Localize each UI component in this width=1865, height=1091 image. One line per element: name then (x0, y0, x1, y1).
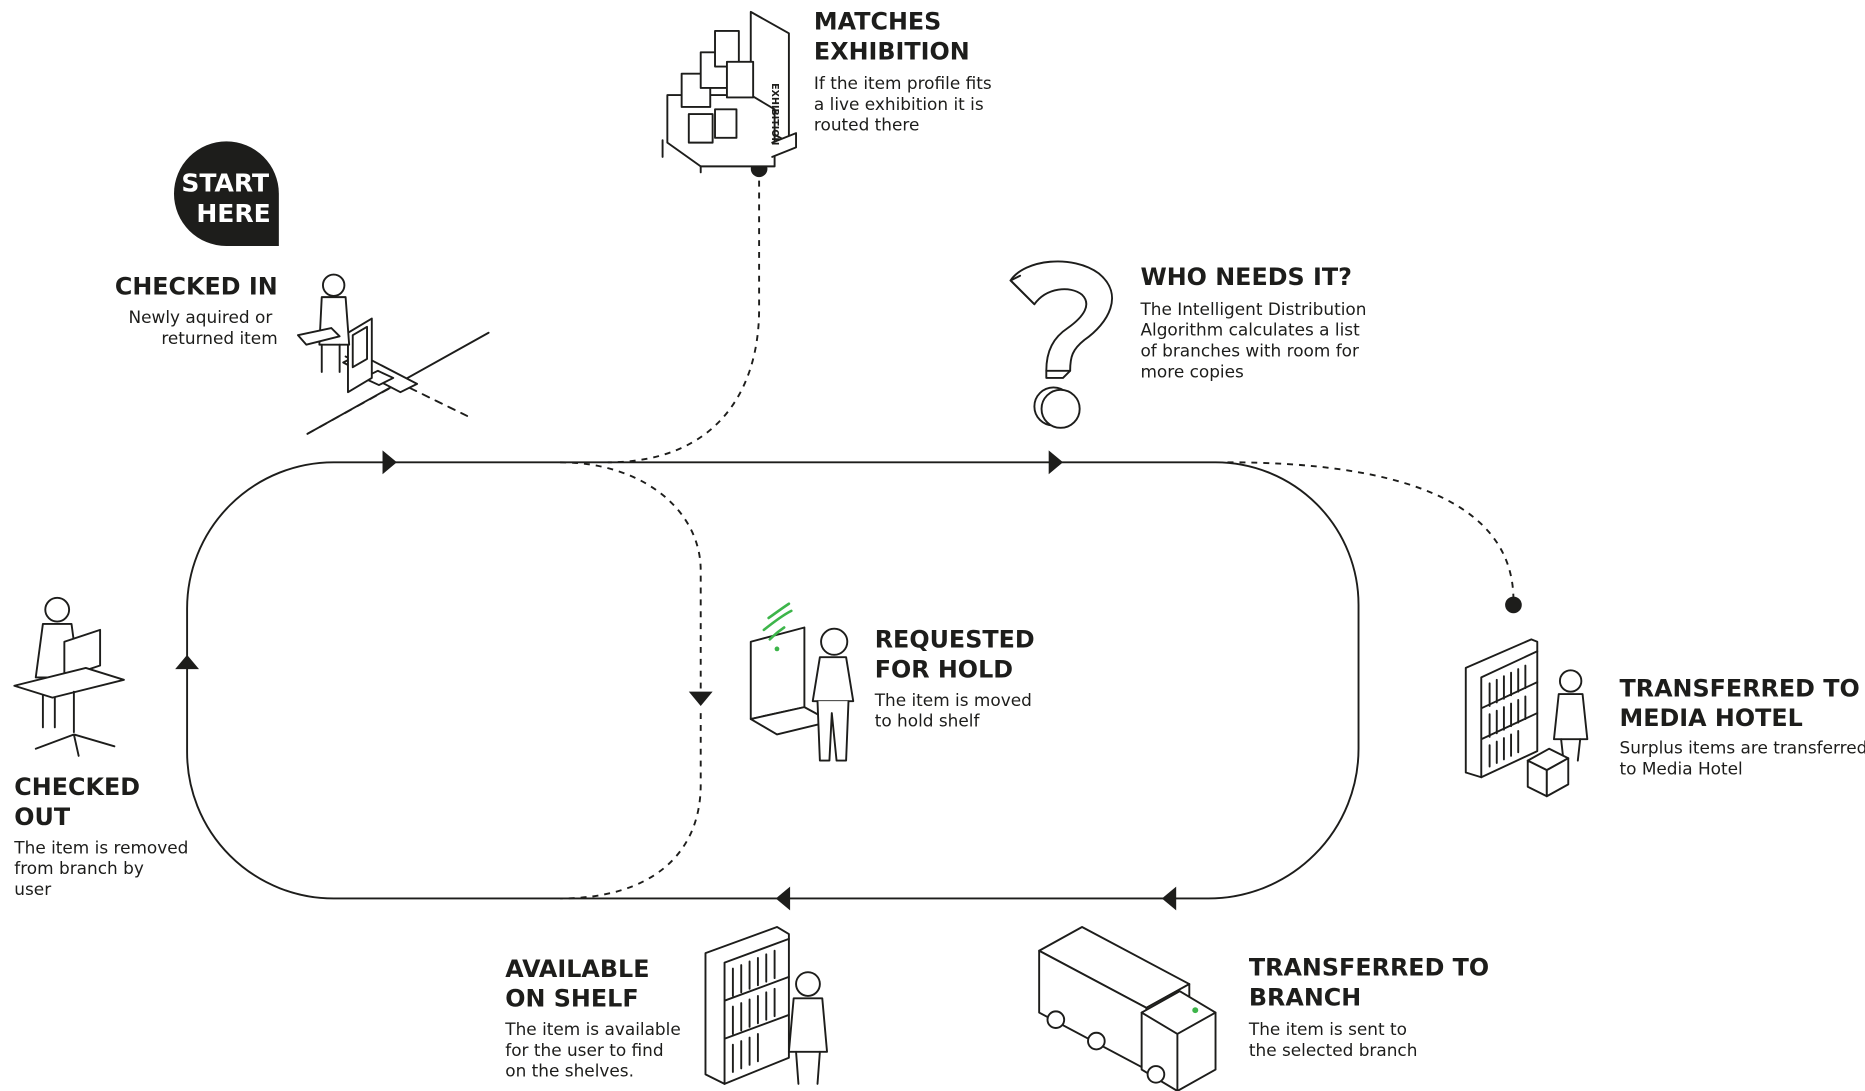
media-hotel-desc: Surplus items are transferred to Media H… (1620, 737, 1865, 778)
loop-arrow-right-1 (382, 450, 397, 475)
exhibition-sign-text: EXHIBITION (769, 83, 780, 145)
start-badge-line1: START (181, 168, 269, 197)
start-here-badge: START HERE (173, 141, 279, 247)
checked-out-title: CHECKED OUT (14, 773, 148, 831)
person-at-rfid-screen-icon (749, 602, 855, 762)
delivery-truck-icon (1038, 926, 1217, 1091)
matches-exhibition-desc: If the item profile fits a live exhibiti… (814, 73, 997, 135)
transferred-branch-title: TRANSFERRED TO BRANCH (1249, 954, 1498, 1012)
loop-arrow-left-1 (1161, 886, 1177, 911)
hold-branch-arrow (688, 691, 713, 706)
checked-in-title: CHECKED IN (115, 273, 278, 301)
media-hotel-branch-dot (1505, 596, 1522, 614)
person-at-return-kiosk-icon (296, 273, 490, 435)
transferred-branch-desc: The item is sent to the selected branch (1248, 1019, 1418, 1060)
bookshelf-with-person-icon (704, 926, 828, 1085)
checked-in-desc: Newly aquired or returned item (129, 307, 278, 348)
main-loop-path (186, 461, 1360, 900)
media-hotel-branch-line (1227, 461, 1515, 601)
loop-arrow-up (175, 654, 200, 670)
matches-exhibition-title: MATCHES EXHIBITION (814, 8, 970, 66)
question-mark-icon (1009, 260, 1113, 429)
hold-branch-line (560, 461, 702, 696)
checked-out-desc: The item is removed from branch by user (13, 837, 193, 899)
person-at-computer-desk-icon (13, 596, 125, 757)
media-hotel-title: TRANSFERRED TO MEDIA HOTEL (1620, 674, 1865, 732)
start-badge-line2: HERE (196, 199, 270, 228)
exhibition-display-icon: EXHIBITION (661, 10, 798, 174)
requested-for-hold-title: REQUESTED FOR HOLD (875, 626, 1043, 684)
bookshelf-with-person-icon (1464, 638, 1589, 798)
requested-for-hold-desc: The item is moved to hold shelf (874, 690, 1038, 731)
loop-arrow-left-2 (775, 886, 791, 911)
available-on-shelf-desc: The item is available for the user to fi… (504, 1019, 686, 1081)
who-needs-it-title: WHO NEEDS IT? (1140, 263, 1351, 291)
shelf-branch-line (560, 713, 702, 900)
exhibition-branch-line (607, 168, 761, 464)
loop-arrow-right-2 (1048, 450, 1063, 475)
who-needs-it-desc: The Intelligent Distribution Algorithm c… (1139, 299, 1371, 381)
available-on-shelf-title: AVAILABLE ON SHELF (505, 955, 658, 1013)
